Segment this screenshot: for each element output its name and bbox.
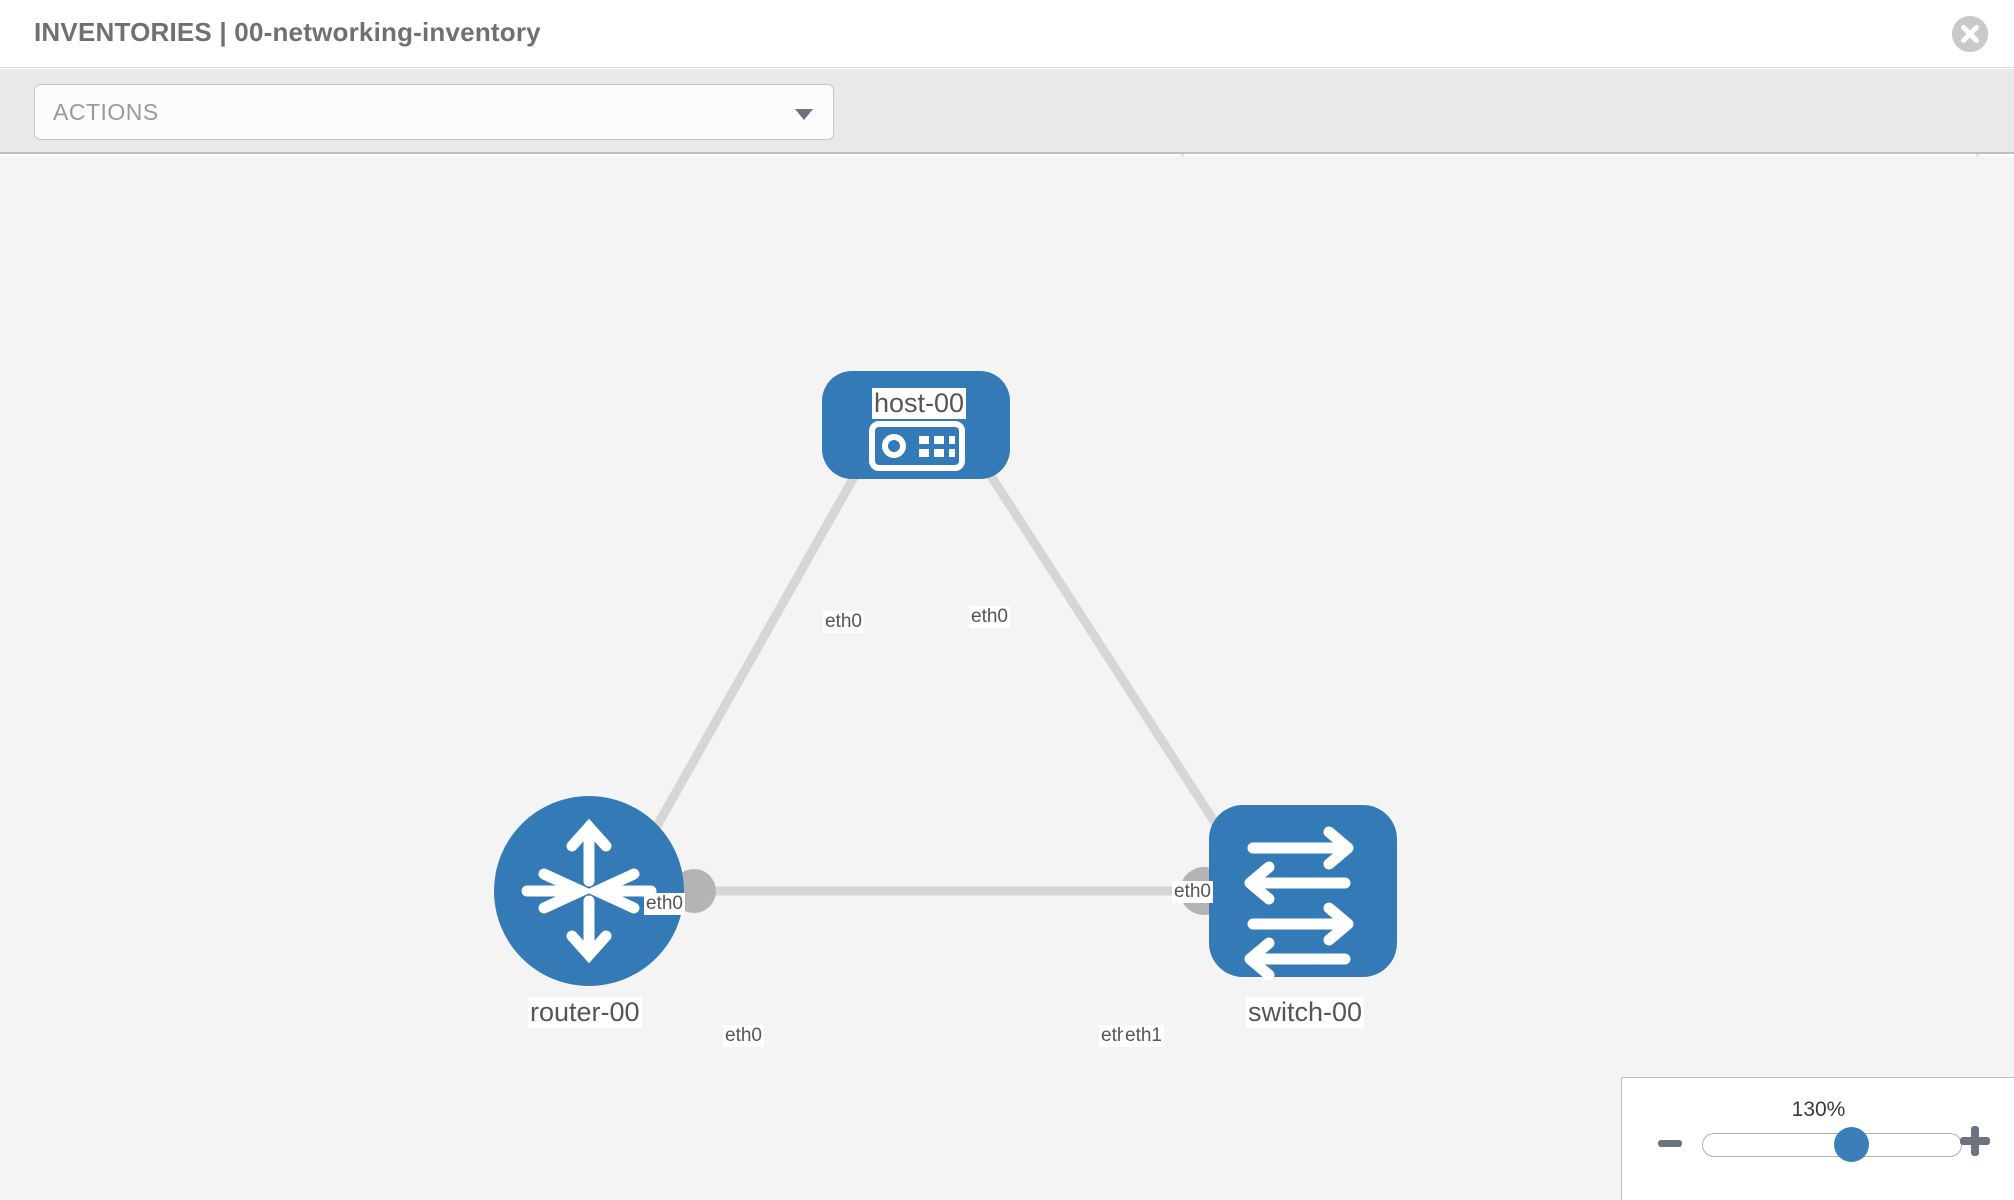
iface-label: eth0 — [969, 606, 1010, 628]
switch-arrows-icon — [1244, 826, 1354, 981]
actions-dropdown-label: ACTIONS — [53, 99, 159, 125]
node-router-00 — [494, 796, 684, 986]
node-switch-00-shape — [1209, 805, 1397, 977]
topology-graph — [494, 371, 1397, 986]
node-switch-00 — [1209, 805, 1397, 981]
node-label-router-00: router-00 — [528, 997, 642, 1028]
chevron-down-icon — [795, 109, 813, 120]
iface-label: eth0 — [823, 611, 864, 633]
router-arrows-icon — [521, 818, 657, 964]
iface-label: eth0 — [723, 1025, 764, 1047]
page-title: INVENTORIES | 00-networking-inventory — [34, 17, 541, 47]
zoom-level-value: 130% — [1791, 1098, 1846, 1121]
iface-label: eth0 — [1172, 881, 1213, 903]
plus-icon[interactable] — [1958, 1124, 1992, 1163]
zoom-slider-thumb[interactable] — [1834, 1127, 1869, 1162]
topology-links — [636, 425, 1234, 896]
toolbar: ACTIONS SEARCH — [0, 69, 2014, 209]
minus-icon[interactable] — [1656, 1130, 1684, 1163]
iface-label: eth0 — [644, 893, 685, 915]
actions-dropdown[interactable]: ACTIONS — [34, 84, 834, 140]
zoom-slider[interactable] — [1702, 1133, 1962, 1157]
iface-label: eth1 — [1123, 1025, 1164, 1047]
zoom-control-panel: 130% — [1621, 1077, 2014, 1200]
iface-label: eth — [1099, 1025, 1130, 1047]
topology-canvas[interactable]: host-00 router-00 switch-00 eth0 eth0 et… — [0, 156, 2014, 1200]
topology-connectors — [672, 412, 1258, 915]
close-icon[interactable] — [1952, 16, 1988, 52]
link-host-router — [636, 428, 884, 859]
server-icon — [869, 421, 965, 471]
node-label-host-00: host-00 — [872, 388, 967, 419]
link-host-switch — [956, 425, 1234, 849]
node-label-switch-00: switch-00 — [1246, 997, 1365, 1028]
page-header: INVENTORIES | 00-networking-inventory — [0, 0, 2014, 68]
